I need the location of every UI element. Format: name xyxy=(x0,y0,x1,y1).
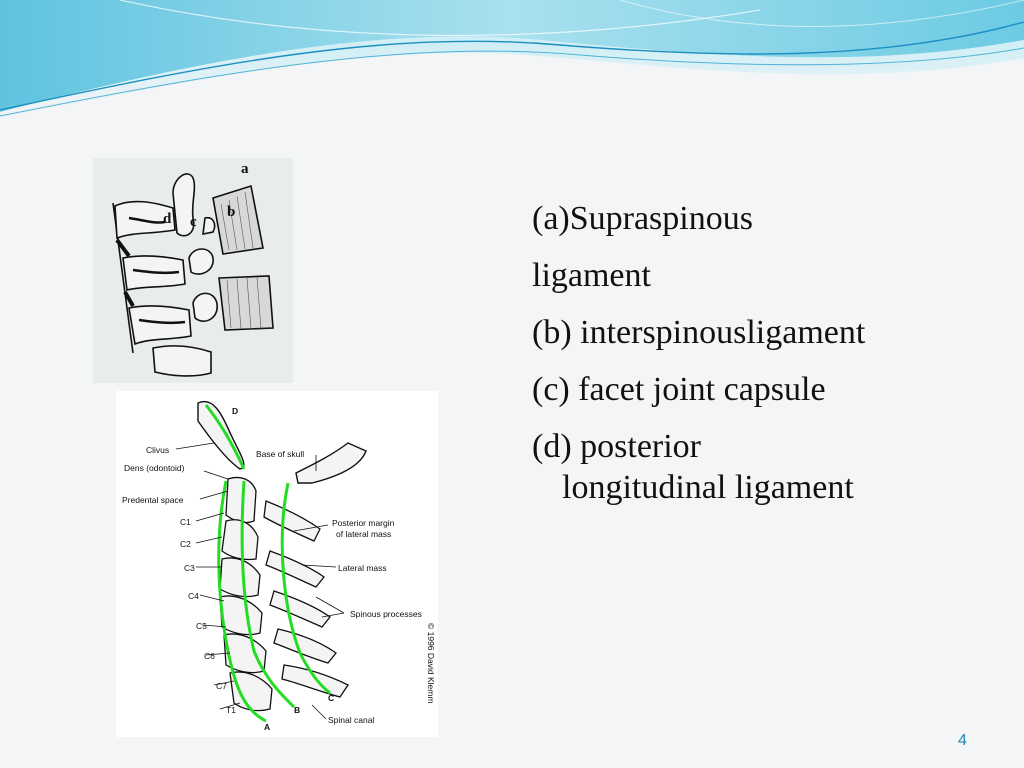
fig-label-copyright: © 1996 David Klemm xyxy=(426,623,436,703)
fig-label-C: C xyxy=(328,693,334,703)
cervical-spine-figure: D Clivus Base of skull Dens (odontoid) P… xyxy=(116,391,438,737)
fig-top-label-d: d xyxy=(163,211,172,227)
fig-label-c3: C3 xyxy=(184,563,195,573)
ligament-text-line: (d) posterior xyxy=(532,428,702,465)
fig-top-label-c: c xyxy=(190,214,197,230)
fig-label-c6: C6 xyxy=(204,651,215,661)
fig-label-base-of-skull: Base of skull xyxy=(256,449,304,459)
ligament-text-line: (c) facet joint capsule xyxy=(532,371,826,408)
fig-label-c5: C5 xyxy=(196,621,207,631)
fig-top-label-b: b xyxy=(227,204,235,220)
fig-label-c4: C4 xyxy=(188,591,199,601)
fig-label-clivus: Clivus xyxy=(146,445,169,455)
fig-label-predental-space: Predental space xyxy=(122,495,184,505)
fig-top-label-a: a xyxy=(241,161,249,177)
alignment-lines xyxy=(204,404,331,723)
fig-label-spinous-processes: Spinous processes xyxy=(350,609,422,619)
fig-label-c2: C2 xyxy=(180,539,191,549)
fig-label-t1: T1 xyxy=(226,705,236,715)
ligament-list: (a)Supraspinous ligament (b) interspinou… xyxy=(532,190,1002,511)
fig-label-posterior-margin-2: of lateral mass xyxy=(336,529,391,539)
ligament-text-line: (a)Supraspinous xyxy=(532,200,753,237)
fig-label-D: D xyxy=(232,406,238,416)
fig-label-B: B xyxy=(294,705,300,715)
fig-label-dens: Dens (odontoid) xyxy=(124,463,185,473)
fig-label-c1: C1 xyxy=(180,517,191,527)
fig-label-c7: C7 xyxy=(216,681,227,691)
fig-label-spinal-canal: Spinal canal xyxy=(328,715,374,725)
ligament-text-line: longitudinal ligament xyxy=(562,469,854,506)
fig-label-A: A xyxy=(264,722,270,732)
ligament-text-line: ligament xyxy=(532,257,651,294)
fig-label-posterior-margin-1: Posterior margin xyxy=(332,518,395,528)
ligament-text-line: (b) interspinousligament xyxy=(532,314,866,351)
page-number: 4 xyxy=(958,732,967,749)
fig-label-lateral-mass: Lateral mass xyxy=(338,563,387,573)
spine-ligament-figure: a b c d xyxy=(93,158,293,383)
header-wave-decoration xyxy=(0,0,1024,118)
